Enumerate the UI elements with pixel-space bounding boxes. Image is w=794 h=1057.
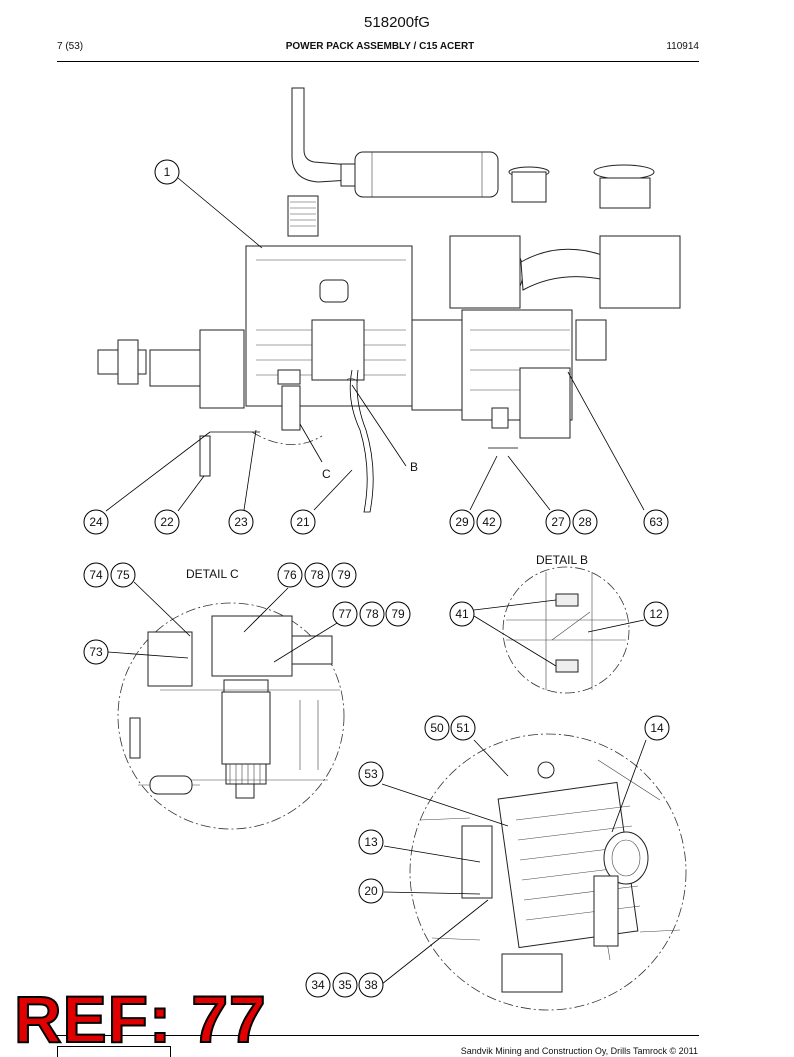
company-logo [57,1046,171,1057]
detail-b-view [502,566,630,694]
callout-bubble: 27 [545,509,571,535]
callout-bubbles: 1 24 22 23 21 29 42 27 28 63 74 75 76 78… [83,159,670,998]
callout-number: 50 [430,721,444,735]
footer-copyright: Sandvik Mining and Construction Oy, Dril… [460,1046,698,1056]
lower-detail-leaders [381,739,647,985]
callout-bubble: 14 [644,715,670,741]
detail-b-title: DETAIL B [536,553,588,567]
callout-number: 29 [455,515,469,529]
callout-number: 35 [338,978,352,992]
callout-number: 78 [365,607,379,621]
callout-number: 24 [89,515,103,529]
callout-bubble: 78 [359,601,385,627]
callout-bubble: 12 [643,601,669,627]
callout-bubble: 75 [110,562,136,588]
callout-number: 1 [164,165,171,179]
main-leader-lines [105,177,645,512]
detail-c-view [117,602,345,830]
callout-bubble: 79 [385,601,411,627]
callout-bubble: 77 [332,601,358,627]
callout-number: 34 [311,978,325,992]
callout-bubble: 23 [228,509,254,535]
ref-stamp: REF: 77 [13,982,267,1056]
callout-number: 79 [391,607,405,621]
callout-number: 79 [337,568,351,582]
detail-b-marker: B [410,460,418,474]
callout-bubble: 51 [450,715,476,741]
power-pack-illustration [97,87,681,513]
detail-b-leaders [473,599,645,667]
callout-bubble: 28 [572,509,598,535]
callout-bubble: 1 [154,159,180,185]
callout-number: 74 [89,568,103,582]
callout-bubble: 53 [358,761,384,787]
callout-bubble: 21 [290,509,316,535]
callout-bubble: 13 [358,829,384,855]
lower-detail-view [409,733,687,1011]
callout-bubble: 50 [424,715,450,741]
callout-bubble: 38 [358,972,384,998]
callout-number: 42 [482,515,496,529]
callout-bubble: 63 [643,509,669,535]
callout-number: 53 [364,767,378,781]
callout-number: 41 [455,607,469,621]
callout-bubble: 24 [83,509,109,535]
callout-number: 76 [283,568,297,582]
callout-number: 13 [364,835,378,849]
callout-number: 78 [310,568,324,582]
callout-number: 14 [650,721,664,735]
callout-bubble: 34 [305,972,331,998]
callout-number: 73 [89,645,103,659]
header-rule [57,61,699,62]
callout-number: 21 [296,515,310,529]
callout-bubble: 29 [449,509,475,535]
detail-c-marker: C [322,467,331,481]
callout-bubble: 42 [476,509,502,535]
callout-number: 23 [234,515,248,529]
callout-bubble: 79 [331,562,357,588]
callout-number: 77 [338,607,352,621]
callout-bubble: 73 [83,639,109,665]
detail-c-title: DETAIL C [186,567,239,581]
callout-number: 51 [456,721,470,735]
callout-number: 28 [578,515,592,529]
document-id: 518200fG [364,14,430,31]
callout-number: 75 [116,568,130,582]
callout-bubble: 35 [332,972,358,998]
document-code: 110914 [666,41,699,52]
callout-number: 22 [160,515,174,529]
page-number: 7 (53) [57,41,84,52]
callout-bubble: 78 [304,562,330,588]
callout-number: 27 [551,515,565,529]
callout-bubble: 22 [154,509,180,535]
callout-number: 63 [649,515,663,529]
callout-bubble: 20 [358,878,384,904]
callout-number: 38 [364,978,378,992]
callout-bubble: 76 [277,562,303,588]
callout-bubble: 74 [83,562,109,588]
detail-c-leaders [107,581,343,663]
callout-number: 20 [364,884,378,898]
page-title: POWER PACK ASSEMBLY / C15 ACERT [285,41,475,52]
callout-bubble: 41 [449,601,475,627]
callout-number: 12 [649,607,663,621]
footer-rule [57,1035,699,1036]
